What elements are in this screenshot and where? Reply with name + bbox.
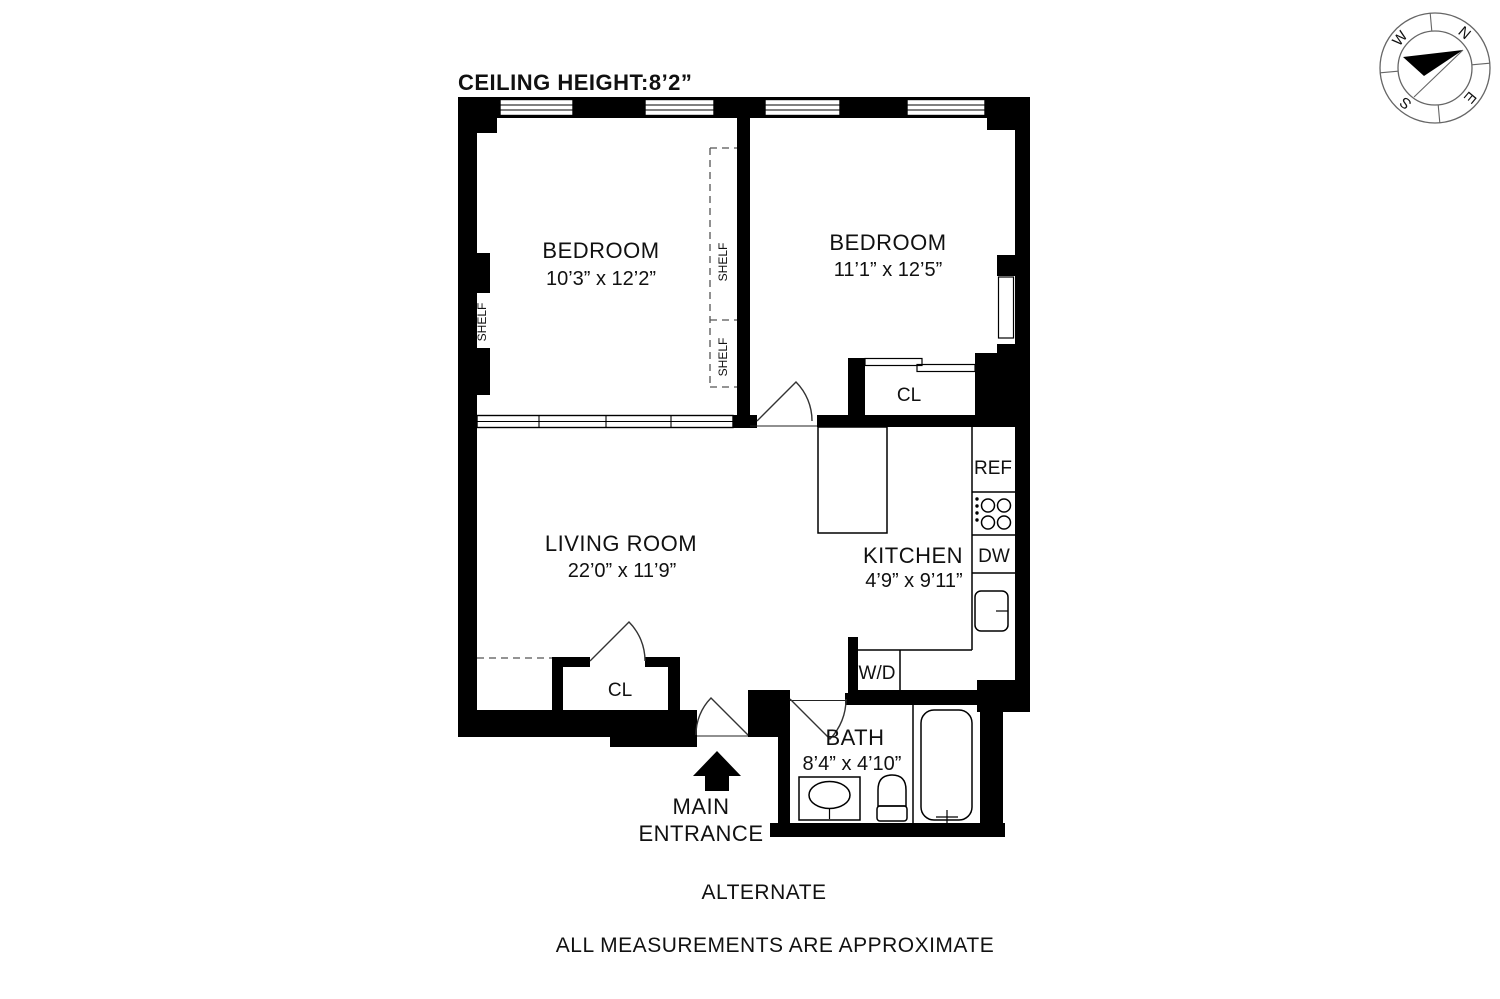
- bedroom-right-dims: 11’1” x 12’5”: [834, 259, 943, 281]
- bedroom-closet-label: CL: [897, 385, 921, 406]
- bedroom-left-room: BEDROOM 10’3” x 12’2”: [542, 238, 659, 290]
- living-room-name: LIVING ROOM: [545, 531, 697, 556]
- bedroom-closet-sliding-doors: [864, 357, 976, 373]
- hall-closet-label: CL: [608, 680, 632, 701]
- ceiling-height-label: CEILING HEIGHT:8’2”: [458, 70, 692, 95]
- bath-dims: 8’4” x 4’10”: [803, 753, 902, 775]
- main-entrance-door-arc: [695, 697, 749, 736]
- shelf-label-left-wall: SHELF: [475, 303, 489, 342]
- bedroom2-door-arc: [756, 381, 813, 422]
- bath-name: BATH: [825, 725, 884, 750]
- kitchen-name: KITCHEN: [863, 543, 963, 568]
- bedroom1-glass-partition: [476, 414, 734, 429]
- compass-rose: N E S W: [1379, 12, 1491, 124]
- kitchen-room: KITCHEN 4’9” x 9’11”: [863, 543, 963, 592]
- bedroom-left-name: BEDROOM: [542, 238, 659, 263]
- top-wall-windows: [499, 98, 986, 117]
- living-room: LIVING ROOM 22’0” x 11’9”: [545, 531, 697, 582]
- bath-door-arc: [789, 698, 847, 740]
- hall-counter: [817, 426, 888, 534]
- refrigerator-label: REF: [974, 458, 1012, 479]
- kitchen-fixtures: [817, 426, 1015, 690]
- door-swings: [589, 381, 847, 740]
- stove-icon: [975, 497, 1012, 530]
- dishwasher-label: DW: [978, 546, 1010, 567]
- shelf-dashed-outlines: [477, 147, 737, 659]
- compass-needle-icon: [1403, 50, 1463, 76]
- shelf-label-divider-upper: SHELF: [716, 243, 730, 282]
- hall-closet-door-arc: [589, 621, 646, 662]
- bathtub-icon: [920, 709, 973, 823]
- shelf-label-divider-lower: SHELF: [716, 338, 730, 377]
- disclaimer-label: ALL MEASUREMENTS ARE APPROXIMATE: [556, 934, 994, 957]
- bedroom2-niche-window: [997, 276, 1015, 339]
- bedroom-right-name: BEDROOM: [829, 230, 946, 255]
- bath-room: BATH 8’4” x 4’10”: [803, 725, 902, 775]
- plan-name-label: ALTERNATE: [701, 881, 826, 904]
- kitchen-dims: 4’9” x 9’11”: [865, 570, 962, 592]
- bedroom-right-room: BEDROOM 11’1” x 12’5”: [829, 230, 946, 281]
- bedroom-left-dims: 10’3” x 12’2”: [546, 268, 656, 290]
- main-entrance-label-line2: ENTRANCE: [638, 821, 763, 846]
- kitchen-sink-icon: [974, 590, 1009, 632]
- toilet-icon: [876, 774, 908, 822]
- bath-fixtures: [798, 705, 973, 823]
- bath-sink-icon: [798, 776, 861, 821]
- main-entrance-label-line1: MAIN: [673, 794, 730, 819]
- washer-dryer-label: W/D: [859, 663, 896, 684]
- living-room-dims: 22’0” x 11’9”: [568, 560, 677, 582]
- entrance-arrow-icon: [693, 751, 741, 791]
- walls: [458, 97, 1030, 837]
